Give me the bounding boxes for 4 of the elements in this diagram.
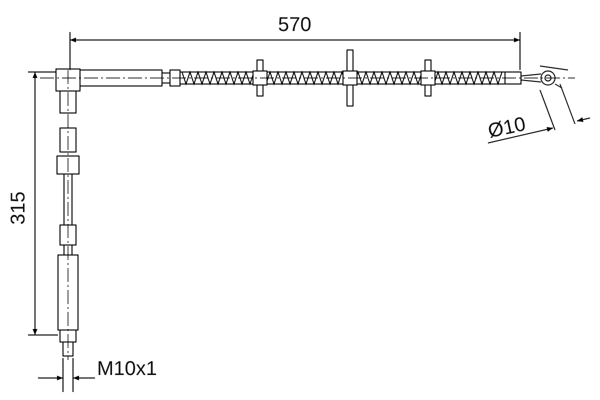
- dimension-label: 570: [278, 15, 312, 35]
- dimension-label: Ø10: [486, 114, 528, 142]
- dimension-label: 315: [8, 191, 29, 225]
- dimension-label: M10x1: [97, 359, 158, 379]
